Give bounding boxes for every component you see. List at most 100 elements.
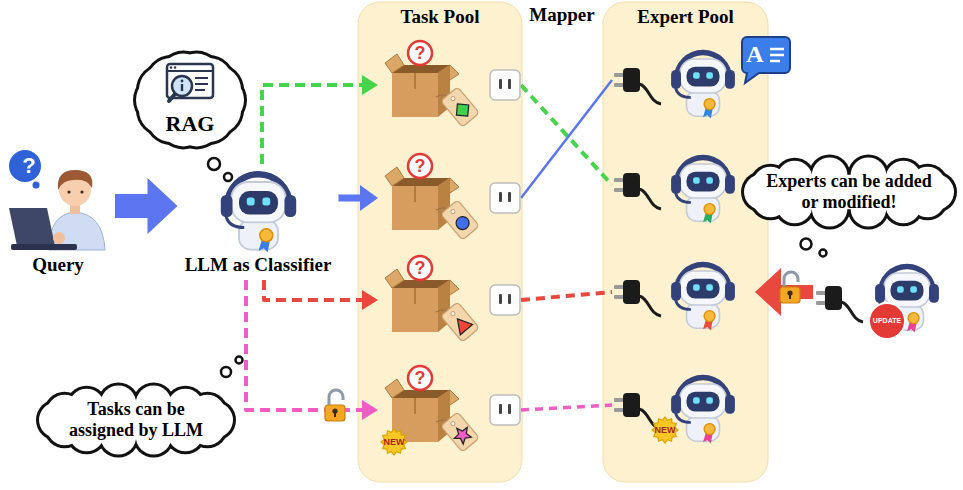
node-text: NEW [653,424,677,436]
task-tag [441,412,480,452]
expert-robot: NEW [613,360,753,450]
connector-line [339,195,362,202]
node-text: ? [413,366,427,390]
task-box: ? NEW [380,362,520,458]
padlock-icon [780,272,800,303]
rag-thought-cloud: RAG [131,48,249,152]
expert-robot [613,140,753,230]
mapper-link [521,292,612,300]
update-arrow [755,268,813,316]
node-artwork [131,48,249,152]
user-illustration [9,150,105,250]
socket-symbol [490,395,520,425]
thought-dot [221,367,231,377]
classifier-illustration [220,174,295,252]
cardboard-box [385,256,520,342]
arrow-head [362,290,378,310]
arrow-head [362,75,378,95]
node-text: ? [413,154,427,178]
expert-robot [613,247,753,337]
node-text: Expert Pool [637,6,734,28]
pool-panel-shape [603,2,768,482]
label-box: ? [16,153,42,179]
robot-figure [671,377,735,443]
task-pool-panel: Task Pool???? NEW [358,2,522,482]
task-tag [441,302,480,342]
thought-dot [236,357,243,364]
connector-line [521,292,612,300]
node-text: RAG [166,111,215,136]
node-artwork [815,253,955,343]
mapper-link [521,405,612,410]
speech-bubble [742,37,790,83]
expert-pool-panel: Expert PoolA NEW [603,2,768,482]
question-mark: ? [22,154,35,178]
expert-robot: A [613,35,798,125]
connector-line [246,280,363,410]
expert-illustration [614,264,735,330]
task-tag [441,87,480,127]
connector-line [521,405,612,410]
node-text: A [744,38,766,70]
robot-figure [671,157,735,223]
arrow-head [148,178,178,234]
arrow-head [360,185,378,211]
connector-line [521,85,612,185]
thought-cloud: Experts can be added or modified! [739,152,959,232]
mapper-link [521,85,612,185]
update-illustration [816,266,939,339]
expert-illustration [614,377,735,443]
cardboard-box [381,366,520,455]
expert-illustration [614,37,790,118]
node-artwork [613,360,753,450]
connector-line [264,280,363,300]
thought-cloud: Tasks can be assigned by LLM [34,380,238,460]
node-text: ? [413,41,427,65]
task-box: ? [380,150,520,246]
plug-symbol [816,286,863,322]
node-text: ? [413,256,427,280]
task-box: ? [380,37,520,133]
cardboard-box [385,41,520,127]
classifier-robot: LLM as Classifier [180,166,337,278]
user-figure: Query [3,138,113,278]
cloud-shape [133,51,247,150]
task-arrow [246,280,378,420]
input-arrow [115,178,178,234]
arrow-head [362,400,378,420]
node-artwork [380,252,520,348]
thought-dot [224,173,232,181]
cardboard-box [385,154,520,240]
node-artwork [380,150,520,246]
node-text: Tasks can be assigned by LLM [61,399,211,440]
arrow-head [755,268,781,316]
thought-dot [801,239,812,250]
node-text: Experts can be added or modified! [764,171,934,212]
connector-line [115,194,149,218]
thought-dot [820,250,827,257]
cloud-shape [741,154,957,229]
plug-symbol [614,68,661,104]
task-arrow [262,75,378,164]
node-text: NEW [382,436,406,448]
node-text: LLM as Classifier [185,254,332,276]
node-artwork [613,35,798,125]
task-arrow [264,280,378,310]
expert-illustration [614,157,735,223]
robot-figure [671,264,735,330]
plug-symbol [614,173,661,209]
padlock-icon [325,390,345,421]
node-artwork [613,140,753,230]
node-artwork [613,247,753,337]
connector-line [521,80,612,198]
pool-panel-shape [358,2,522,482]
plug-symbol [614,280,661,316]
node-text: Task Pool [400,6,479,28]
update-robot: UPDATE [815,253,955,343]
node-artwork [380,37,520,133]
socket-symbol [490,285,520,315]
node-text: UPDATE [871,316,903,326]
search-icon [167,64,213,101]
task-box: ? [380,252,520,348]
